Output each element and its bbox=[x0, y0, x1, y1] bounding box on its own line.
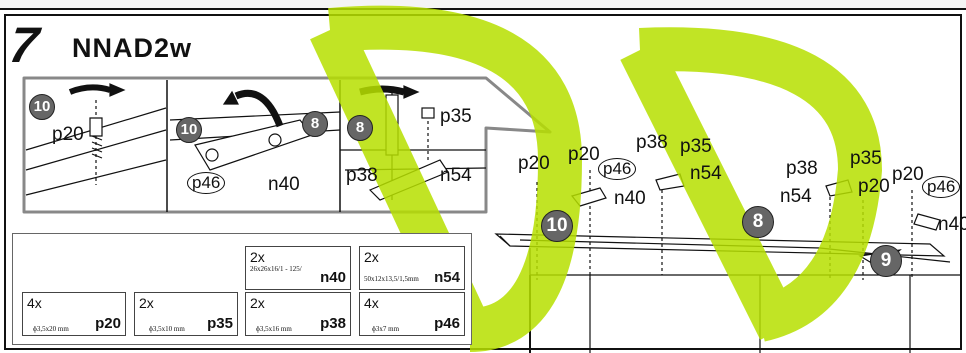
part-n40-qty: 2x bbox=[250, 249, 265, 265]
panel2-badge-right: 8 bbox=[302, 111, 328, 137]
main-badge-middle: 8 bbox=[742, 206, 774, 238]
main-badge-left: 10 bbox=[541, 210, 573, 242]
part-p38-dims: ɸ3,5x16 mm bbox=[256, 325, 292, 333]
part-p38: 2x ɸ3,5x16 mm p38 bbox=[245, 292, 351, 336]
part-p35-dims: ɸ3,5x10 mm bbox=[149, 325, 185, 333]
part-n54-qty: 2x bbox=[364, 249, 379, 265]
part-n40-dims: 26x26x16/1 - 125/ bbox=[250, 265, 302, 273]
part-p20-qty: 4x bbox=[27, 295, 42, 311]
panel3-label-right: n54 bbox=[440, 165, 472, 186]
part-p20: 4x ɸ3,5x20 mm p20 bbox=[22, 292, 126, 336]
panel3-label-top: p35 bbox=[440, 106, 472, 127]
part-n40-code: n40 bbox=[320, 269, 346, 286]
step-title: NNAD2w bbox=[72, 33, 193, 63]
part-p46-dims: ɸ3x7 mm bbox=[372, 325, 400, 333]
main-label-p38-b: p38 bbox=[786, 158, 818, 179]
part-n54: 2x 50x12x13,5/1,5mm n54 bbox=[359, 246, 465, 290]
part-n54-code: n54 bbox=[434, 269, 460, 286]
part-p35: 2x ɸ3,5x10 mm p35 bbox=[134, 292, 238, 336]
part-n54-dims: 50x12x13,5/1,5mm bbox=[364, 275, 419, 283]
part-p46-qty: 4x bbox=[364, 295, 379, 311]
main-label-p46-b: p46 bbox=[922, 176, 961, 198]
main-label-n54-a: n54 bbox=[690, 163, 722, 184]
part-p46: 4x ɸ3x7 mm p46 bbox=[359, 292, 465, 336]
panel2-circled-label: p46 bbox=[187, 172, 226, 194]
main-label-n40-a: n40 bbox=[614, 188, 646, 209]
part-p35-code: p35 bbox=[207, 315, 233, 332]
panel3-badge: 8 bbox=[347, 115, 373, 141]
part-p46-code: p46 bbox=[434, 315, 460, 332]
part-n40: 2x 26x26x16/1 - 125/ n40 bbox=[245, 246, 351, 290]
panel3-label-left: p38 bbox=[346, 165, 378, 186]
panel1-drawing bbox=[25, 83, 167, 196]
main-label-n40-b: n40 bbox=[938, 214, 966, 235]
part-p38-qty: 2x bbox=[250, 295, 265, 311]
main-label-p20-a: p20 bbox=[518, 153, 550, 174]
panel2-badge-left: 10 bbox=[176, 117, 202, 143]
main-label-p35-b: p35 bbox=[850, 148, 882, 169]
main-label-p20-d: p20 bbox=[892, 164, 924, 185]
main-label-p38-a: p38 bbox=[636, 132, 668, 153]
panel1-screw-label: p20 bbox=[52, 124, 84, 145]
part-p35-qty: 2x bbox=[139, 295, 154, 311]
main-label-n54-b: n54 bbox=[780, 186, 812, 207]
main-label-p35-a: p35 bbox=[680, 136, 712, 157]
panel1-badge: 10 bbox=[29, 94, 55, 120]
top-band bbox=[0, 0, 966, 10]
main-badge-right: 9 bbox=[870, 245, 902, 277]
main-label-p20-c: p20 bbox=[858, 176, 890, 197]
part-p38-code: p38 bbox=[320, 315, 346, 332]
panel2-part-label: n40 bbox=[268, 174, 300, 195]
part-p20-code: p20 bbox=[95, 315, 121, 332]
main-label-p20-b: p20 bbox=[568, 144, 600, 165]
main-label-p46-a: p46 bbox=[598, 158, 637, 180]
detail-callout-outline bbox=[22, 76, 552, 214]
part-p20-dims: ɸ3,5x20 mm bbox=[33, 325, 69, 333]
